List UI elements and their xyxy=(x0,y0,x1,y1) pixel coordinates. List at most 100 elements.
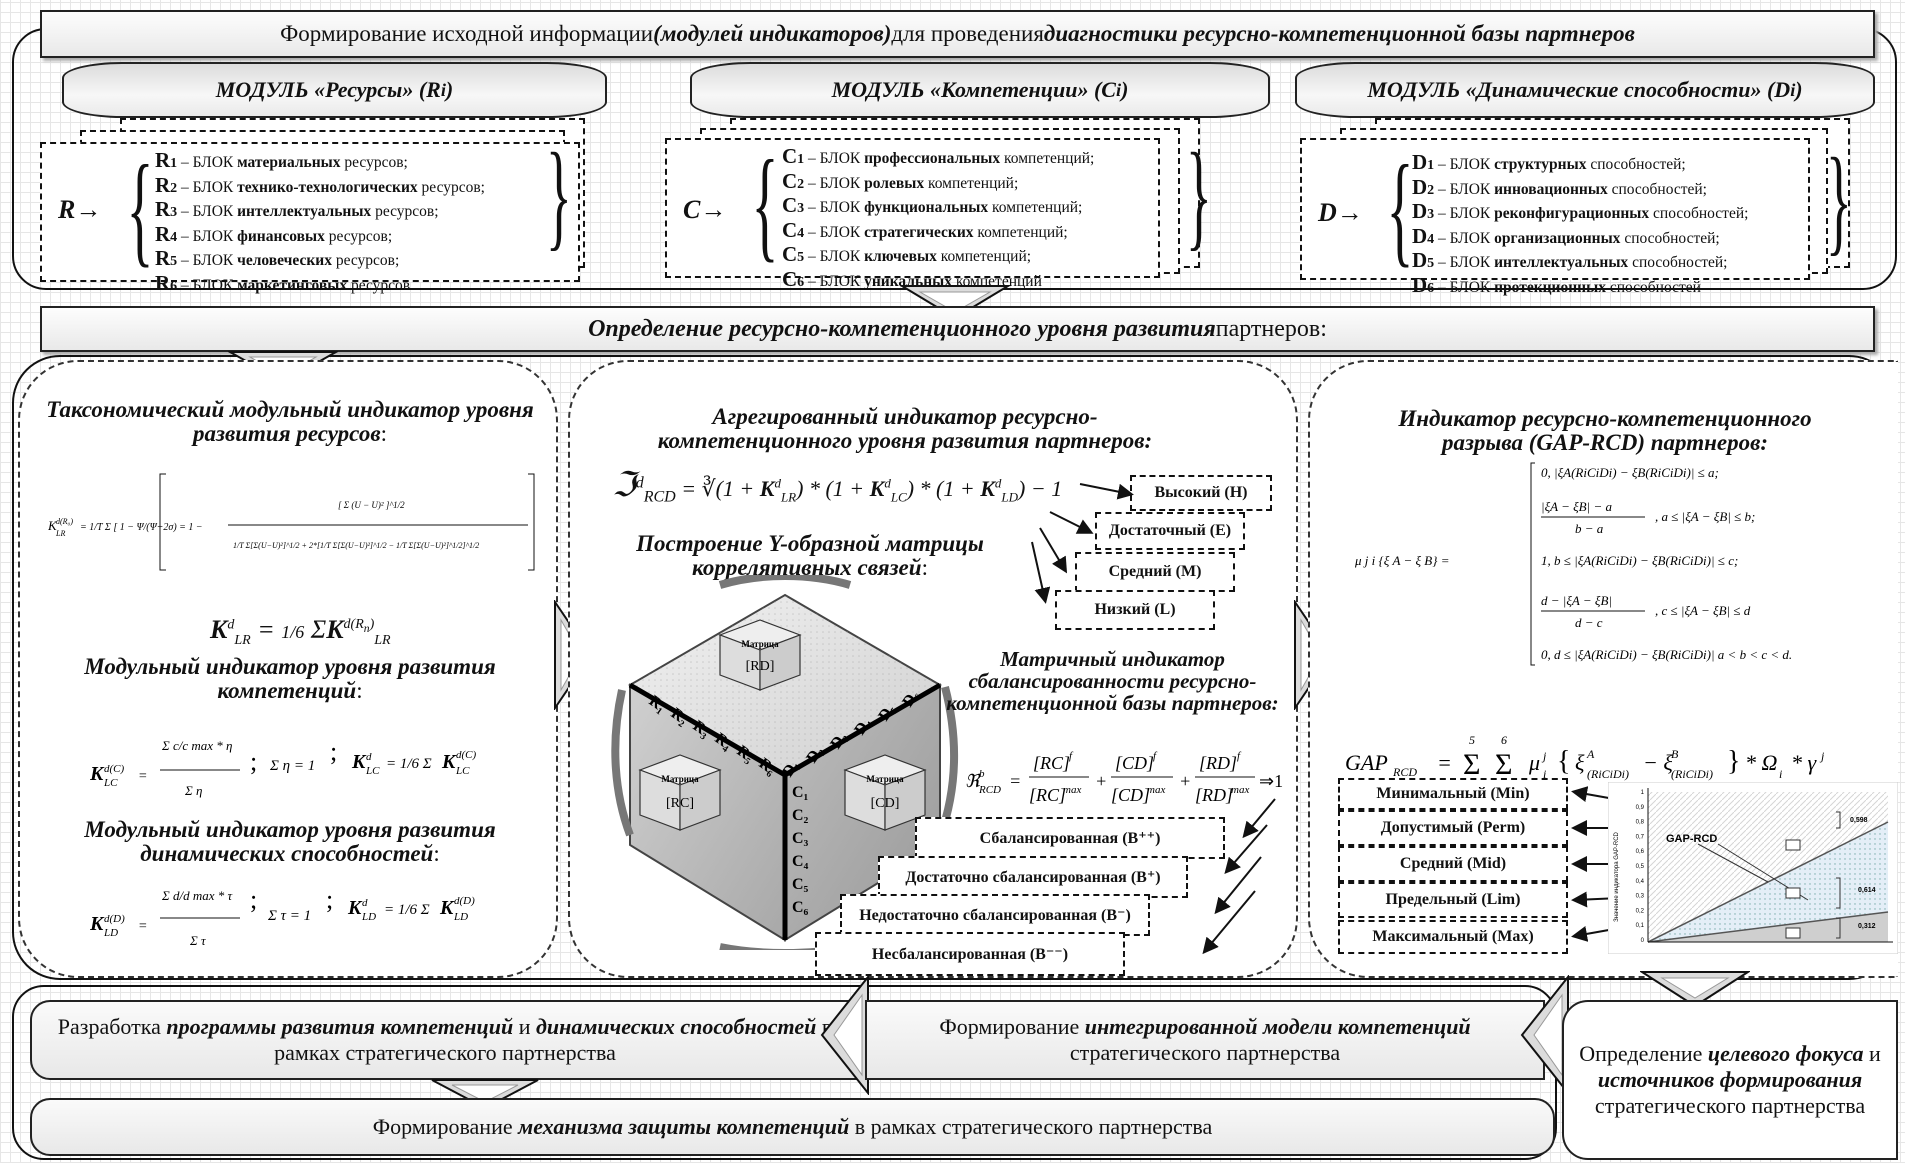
svg-text:+: + xyxy=(1179,771,1191,791)
svg-text:0,598: 0,598 xyxy=(1850,817,1868,824)
gap-chart-tick: 0,6 xyxy=(1636,849,1645,855)
svg-text:⇒1: ⇒1 xyxy=(1259,771,1283,791)
svg-text:d: d xyxy=(366,751,372,763)
module-list-item: D3 – БЛОК реконфигурационных способносте… xyxy=(1412,200,1748,226)
svg-text:d − |ξA − ξB|: d − |ξA − ξB| xyxy=(1541,593,1612,608)
block-suffix: ресурсов xyxy=(347,276,411,294)
taxonomic-formula-svg: K d(R₀) LR = 1/T Σ [ 1 − Ψ/(Ψ+2σ) = 1 − … xyxy=(47,473,535,571)
svg-text:μ: μ xyxy=(1528,750,1540,775)
block-code: C1 xyxy=(782,144,805,168)
svg-text:Σ c/c max * η: Σ c/c max * η xyxy=(161,738,232,753)
module-list-item: R3 – БЛОК интеллектуальных ресурсов; xyxy=(155,198,485,224)
block-code: D4 xyxy=(1412,223,1435,248)
svg-text:f: f xyxy=(1237,750,1242,762)
block-type: ролевых xyxy=(864,174,925,192)
svg-text:LD: LD xyxy=(361,911,376,923)
svg-text:f: f xyxy=(1069,750,1074,762)
gap-chart-tick: 0,8 xyxy=(1636,820,1645,826)
svg-text:6: 6 xyxy=(1501,733,1507,747)
svg-text:d(C): d(C) xyxy=(456,749,477,761)
svg-text:d − c: d − c xyxy=(1575,615,1603,630)
block-type: профессиональных xyxy=(864,150,1001,167)
center-title-balance: Матричный индикатор сбалансированности р… xyxy=(946,647,1279,715)
membership-formula: μ j i {ξ A − ξ B} = 0, |ξA(RiCiDi) − ξB(… xyxy=(1354,455,1885,680)
svg-text:Значение индикатора GAP-RCD: Значение индикатора GAP-RCD xyxy=(1614,831,1620,921)
svg-text:max: max xyxy=(1147,784,1165,796)
balance-insufficient: Недостаточно сбалансированная (B⁻) xyxy=(840,894,1150,936)
block-prefix: – БЛОК xyxy=(1434,278,1495,296)
svg-text:Σ d/d max * τ: Σ d/d max * τ xyxy=(161,888,233,903)
box-integrated-model: Формирование интегрированной модели комп… xyxy=(865,1000,1545,1080)
balance-sufficient: Достаточно сбалансированная (B⁺) xyxy=(878,856,1188,898)
svg-text:* γ: * γ xyxy=(1791,750,1818,775)
svg-text:* Ω: * Ω xyxy=(1745,750,1778,775)
block-prefix: – БЛОК xyxy=(804,150,865,167)
module-list-item: R6 – БЛОК маркетинговых ресурсов xyxy=(155,272,485,298)
down-arrow-top xyxy=(900,285,1010,320)
module-list-item: R4 – БЛОК финансовых ресурсов; xyxy=(155,223,485,249)
svg-text:[CD]: [CD] xyxy=(1115,753,1154,773)
block-type: интеллектуальных xyxy=(1494,254,1629,271)
gap-level-perm: Допустимый (Perm) xyxy=(1338,810,1568,846)
cube-c-label: C₃ xyxy=(792,830,809,847)
block-prefix: – БЛОК xyxy=(177,203,238,220)
cube-rd-label: [RD] xyxy=(746,659,775,674)
svg-text:B: B xyxy=(1671,747,1679,761)
svg-text:;: ; xyxy=(326,885,333,914)
svg-text:LC: LC xyxy=(103,777,118,789)
svg-text:max: max xyxy=(1063,784,1081,796)
module-list-item: D6 – БЛОК протекционных способностей xyxy=(1412,274,1748,300)
svg-text:(RiCiDi): (RiCiDi) xyxy=(1587,767,1629,781)
svg-text:K: K xyxy=(90,763,105,785)
svg-text:;: ; xyxy=(330,737,337,766)
block-suffix: способностей; xyxy=(1620,229,1720,247)
block-type: материальных xyxy=(237,154,341,171)
svg-text:LC: LC xyxy=(455,765,470,777)
block-prefix: – БЛОК xyxy=(177,227,238,245)
svg-text:K: K xyxy=(347,897,363,919)
competencies-right-brace: } xyxy=(1185,128,1212,261)
svg-text:[RD]: [RD] xyxy=(1195,785,1233,805)
level-high: Высокий (H) xyxy=(1130,475,1272,511)
svg-text:LR: LR xyxy=(55,529,65,538)
svg-text:[RC]: [RC] xyxy=(1033,753,1070,773)
block-prefix: – БЛОК xyxy=(804,174,865,192)
left-arrow-1 xyxy=(820,975,869,1095)
svg-text:d(C): d(C) xyxy=(104,763,125,775)
block-type: протекционных xyxy=(1494,278,1606,296)
competencies-arrow-label: C→ xyxy=(683,195,727,224)
gap-chart-tick: 0,5 xyxy=(1636,864,1645,870)
svg-text:= 1/6 Σ: = 1/6 Σ xyxy=(384,902,430,918)
svg-text:0,312: 0,312 xyxy=(1858,923,1876,930)
svg-text:d(R₀): d(R₀) xyxy=(56,517,73,526)
dynamic-list: D1 – БЛОК структурных способностей;D2 – … xyxy=(1412,151,1748,300)
resources-list: R1 – БЛОК материальных ресурсов;R2 – БЛО… xyxy=(155,149,485,298)
module-list-item: C3 – БЛОК функциональных компетенций; xyxy=(782,193,1094,220)
resources-card-front xyxy=(40,142,580,282)
top-banner: Формирование исходной информации (модуле… xyxy=(40,10,1875,58)
svg-text:=: = xyxy=(138,769,147,784)
svg-text:RCD: RCD xyxy=(978,784,1001,796)
svg-text:j: j xyxy=(1819,749,1825,763)
block-prefix: – БЛОК xyxy=(1434,180,1495,198)
block-prefix: – БЛОК xyxy=(177,276,238,294)
level-medium: Средний (M) xyxy=(1075,552,1235,592)
svg-text:[ Σ (U − U)² ]^1/2: [ Σ (U − U)² ]^1/2 xyxy=(338,500,405,510)
box-competency-program: Разработка программы развития компетенци… xyxy=(30,1000,860,1080)
svg-text:=: = xyxy=(1009,771,1021,791)
block-type: технико-технологических xyxy=(237,178,418,196)
cube-c-label: C₄ xyxy=(792,853,809,870)
svg-text:K: K xyxy=(90,913,105,935)
taxonomic-formula: K d(R₀) LR = 1/T Σ [ 1 − Ψ/(Ψ+2σ) = 1 − … xyxy=(47,470,538,580)
svg-text:LC: LC xyxy=(365,765,380,777)
block-code: C2 xyxy=(782,168,805,193)
block-suffix: способностей; xyxy=(1586,156,1686,173)
level-low: Низкий (L) xyxy=(1055,590,1215,630)
block-code: C3 xyxy=(782,193,805,217)
block-suffix: компетенций; xyxy=(988,199,1083,216)
block-prefix: – БЛОК xyxy=(177,154,238,171)
